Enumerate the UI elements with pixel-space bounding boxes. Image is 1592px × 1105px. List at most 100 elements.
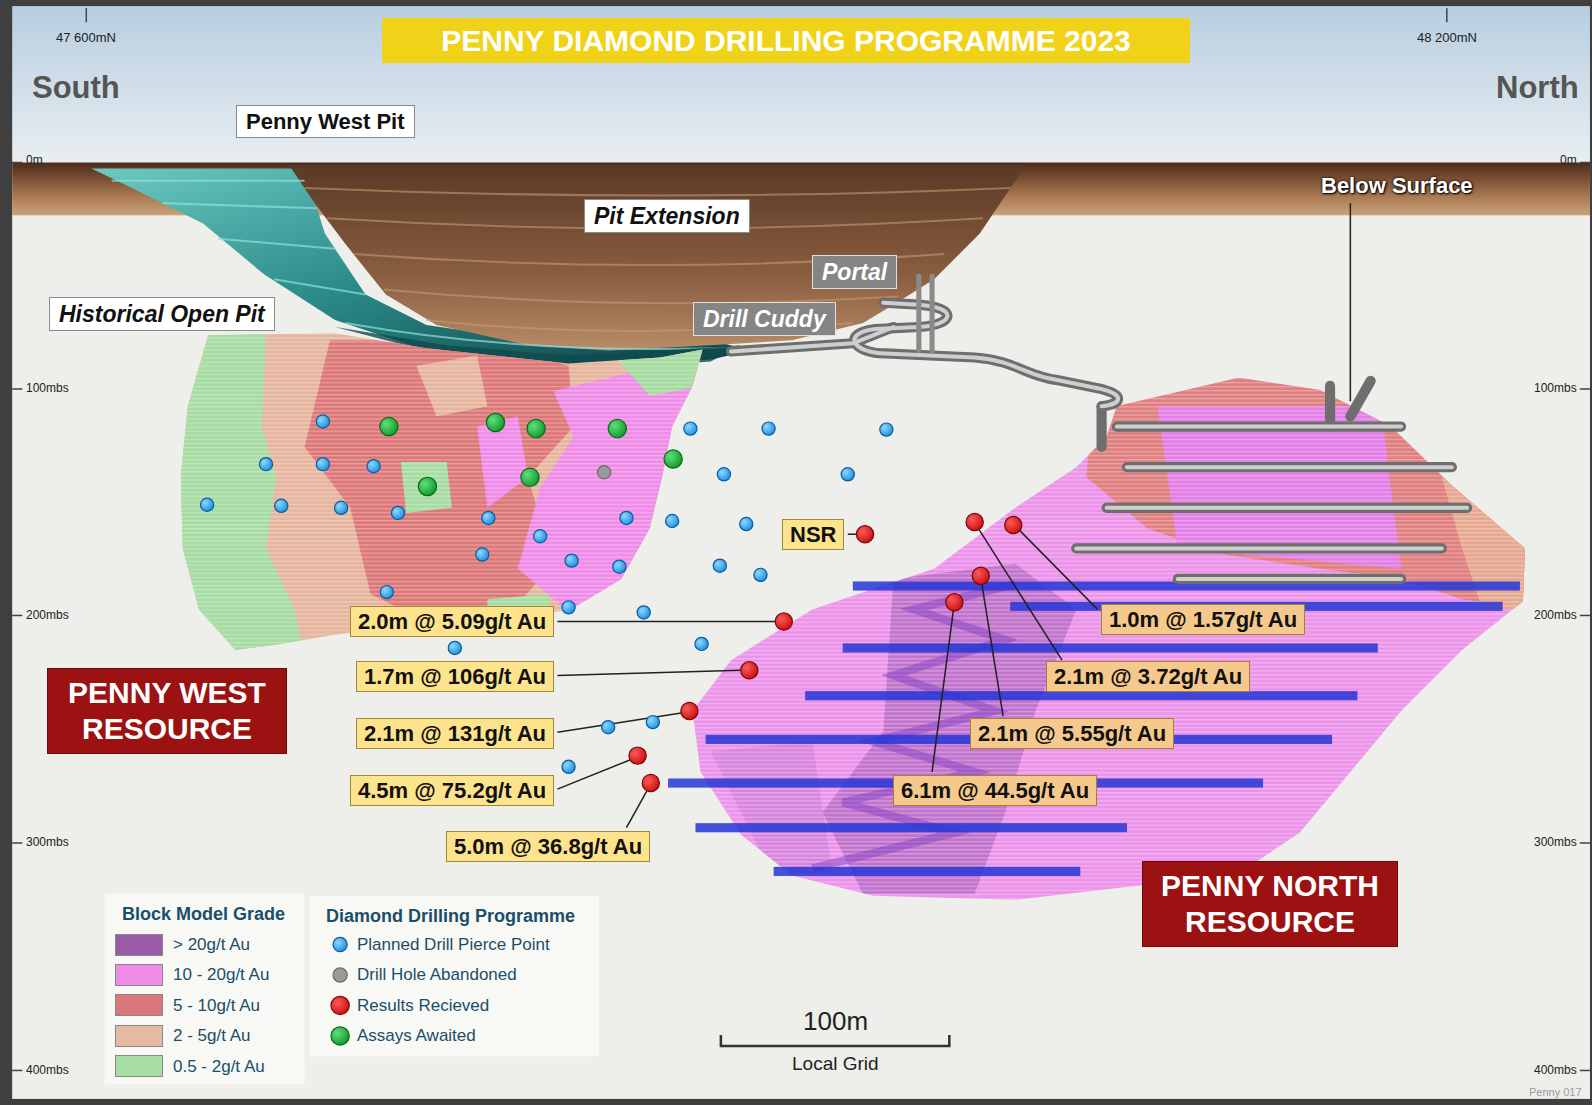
depth-label: 0m <box>26 154 43 168</box>
intercept-callout: 1.7m @ 106g/t Au <box>356 661 554 692</box>
grid-ticks-part <box>1580 615 1590 617</box>
penny-north-block-model <box>680 366 1543 914</box>
depth-label: 300mbs <box>1534 836 1577 850</box>
legend-panels-part <box>310 896 599 1056</box>
leader-lines-part <box>1019 530 1097 609</box>
legend-panels <box>105 894 599 1085</box>
underground-development-part <box>731 303 1467 579</box>
planned-pierce-points-part <box>562 601 575 614</box>
grid-ticks-part <box>1446 8 1448 22</box>
scale-note: Local Grid <box>792 1053 879 1075</box>
planned-pierce-points-part <box>448 641 461 654</box>
planned-pierce-points-part <box>666 514 679 527</box>
legend-text: 5 - 10g/t Au <box>173 996 260 1016</box>
node-text: Drill Cuddy <box>703 306 826 332</box>
scale-bar <box>721 1035 949 1046</box>
node-text: 4.5m @ 75.2g/t Au <box>358 778 546 803</box>
underground-development-part-part <box>916 276 921 350</box>
leader-lines-part <box>557 713 681 732</box>
assays-awaited-points-part <box>380 417 398 435</box>
depth-label: 100mbs <box>26 382 69 396</box>
underground-development-part-part <box>1117 425 1401 429</box>
legend-text: 0.5 - 2g/t Au <box>173 1057 265 1077</box>
open-pit-part <box>305 188 1011 331</box>
legend-dots-part <box>333 937 347 951</box>
intercept-callout: 6.1m @ 44.5g/t Au <box>893 775 1097 806</box>
underground-development-part-part <box>1107 506 1467 510</box>
node-text: Portal <box>822 259 887 285</box>
intercept-callout: 1.0m @ 1.57g/t Au <box>1101 604 1305 635</box>
title-text: PENNY DIAMOND DRILLING PROGRAMME 2023 <box>441 24 1131 58</box>
underground-development-part-part <box>1178 577 1401 581</box>
legend-dots-part <box>333 968 347 982</box>
legend-heading: Block Model Grade <box>122 904 285 925</box>
underground-development-part <box>731 303 1467 579</box>
assays-awaited-points-part <box>521 468 539 486</box>
intercept-callout: NSR <box>782 519 844 550</box>
depth-label: 400mbs <box>26 1064 69 1078</box>
results-received-points-part <box>741 662 758 679</box>
planned-pierce-points-part <box>740 517 753 530</box>
planned-pierce-points-part <box>476 548 489 561</box>
assays-awaited-points-part <box>608 419 626 437</box>
grid-ticks-part <box>1580 1070 1590 1072</box>
open-pit-part-part <box>274 279 365 294</box>
planned-pierce-points-part <box>316 458 329 471</box>
underground-development-part-part <box>1350 381 1370 417</box>
leader-lines-part <box>1350 203 1352 401</box>
node-text: 2.1m @ 3.72g/t Au <box>1054 664 1242 689</box>
pit-label: Pit Extension <box>584 199 750 233</box>
direction-label: North <box>1496 70 1579 106</box>
depth-label: 200mbs <box>1534 609 1577 623</box>
underground-development-part-part <box>1097 406 1107 447</box>
node-text: 1.0m @ 1.57g/t Au <box>1109 607 1297 632</box>
node-text: Historical Open Pit <box>59 301 265 327</box>
planned-pierce-points-part <box>695 637 708 650</box>
legend-swatch <box>115 1025 163 1047</box>
node-text: 1.7m @ 106g/t Au <box>364 664 546 689</box>
intercept-callout: 4.5m @ 75.2g/t Au <box>350 775 554 806</box>
leader-lines-part <box>848 533 856 535</box>
penny-west-block-model-part <box>173 325 711 660</box>
direction-label: South <box>32 70 120 106</box>
planned-pierce-points-part <box>482 511 495 524</box>
background-part <box>12 165 1590 1099</box>
planned-pierce-points-part <box>717 468 730 481</box>
grid-ticks <box>12 8 1590 1070</box>
planned-pierce-points-part <box>620 511 633 524</box>
legend-dots-part <box>331 1027 349 1045</box>
results-received-points-part <box>946 594 963 611</box>
background-part <box>12 6 1590 166</box>
results-received-points-part <box>1005 516 1022 533</box>
legend-text: > 20g/t Au <box>173 935 250 955</box>
intercept-callout: 2.1m @ 5.55g/t Au <box>970 718 1174 749</box>
planned-pierce-points-part <box>613 560 626 573</box>
intercept-callout: 2.0m @ 5.09g/t Au <box>350 606 554 637</box>
open-pit-part-part <box>162 203 316 208</box>
open-pit-part-part <box>305 188 1011 196</box>
planned-pierce-points-part <box>713 559 726 572</box>
leader-lines-part <box>932 610 953 771</box>
legend-text: Results Recieved <box>357 996 489 1016</box>
node-text: PENNY WEST RESOURCE <box>54 675 280 747</box>
node-text: 5.0m @ 36.8g/t Au <box>454 834 642 859</box>
legend-text: 2 - 5g/t Au <box>173 1026 251 1046</box>
assays-awaited-points <box>380 413 683 495</box>
underground-development-part-part <box>930 276 935 350</box>
figure-id: Penny 017 <box>1529 1086 1582 1099</box>
planned-pierce-points-part <box>562 760 575 773</box>
grid-coordinate: 47 600mN <box>56 31 116 46</box>
planned-pierce-points-part <box>602 721 615 734</box>
legend-dots-part <box>331 996 349 1014</box>
planned-pierce-points-part <box>684 422 697 435</box>
results-received-points-part <box>629 747 646 764</box>
underground-development-part-part <box>1127 465 1452 469</box>
intercept-callout: 2.1m @ 3.72g/t Au <box>1046 661 1250 692</box>
grid-ticks-part <box>12 1070 22 1072</box>
penny-west-block-model-part <box>173 325 711 660</box>
penny-north-block-model-part <box>680 366 1543 914</box>
legend-heading: Diamond Drilling Programme <box>326 906 575 927</box>
underground-development-part-part <box>1117 421 1401 431</box>
underground-development-part-part <box>854 303 1118 407</box>
